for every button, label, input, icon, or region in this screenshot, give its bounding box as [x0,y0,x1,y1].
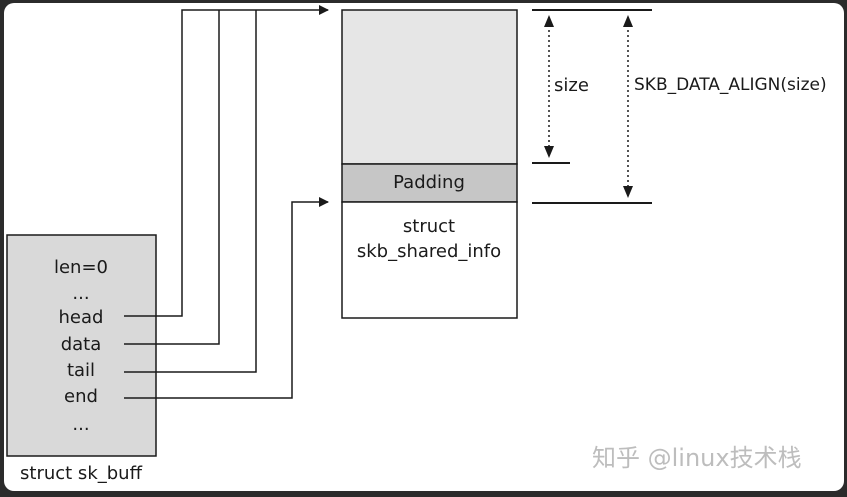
sk-buff-caption: struct sk_buff [20,463,142,484]
end-pointer-arrow [124,197,329,399]
shared-info-label-line1: struct [402,216,456,237]
data-pointer-line [124,10,220,345]
aligned-size-label: SKB_DATA_ALIGN(size) [634,75,827,95]
head-pointer-arrow [124,5,329,317]
field-ellipsis-top: ... [72,283,90,304]
shared-info-label-line2: skb_shared_info [356,241,502,262]
field-len: len=0 [53,257,109,278]
size-arrow-up [544,15,554,27]
field-ellipsis-bottom: ... [72,414,90,435]
sk-buff-box [6,234,157,457]
field-end: end [64,386,98,407]
size-label: size [554,75,589,96]
field-head: head [58,307,104,328]
tail-pointer-line [124,10,257,373]
aligned-arrow-up [623,15,633,27]
aligned-arrow-down [623,186,633,198]
diagram-panel: len=0 ... head data tail end ... struct … [4,3,844,491]
field-tail: tail [66,360,96,381]
watermark-text: 知乎 @linux技术栈 [592,444,802,472]
padding-label: Padding [393,172,465,193]
buffer-data-area [341,9,518,165]
field-data: data [60,334,102,355]
diagram-svg [6,5,652,457]
buffer-shared-info-area [341,201,518,319]
size-arrow-down [544,146,554,158]
